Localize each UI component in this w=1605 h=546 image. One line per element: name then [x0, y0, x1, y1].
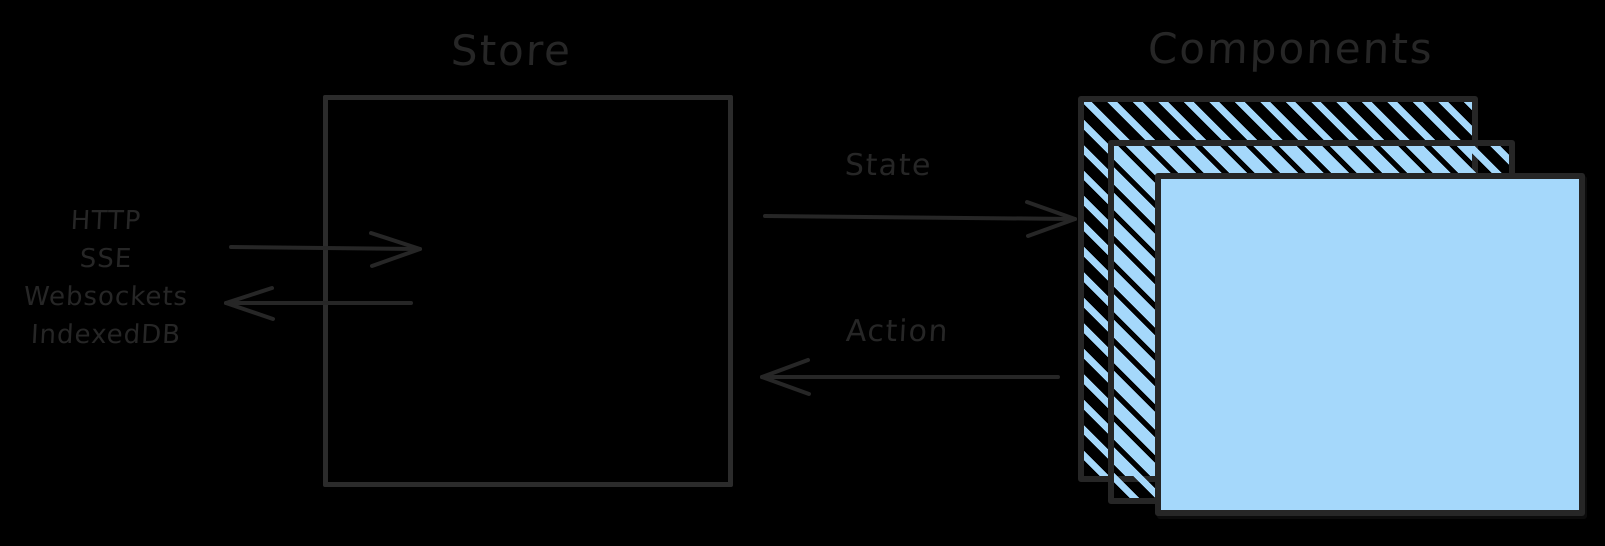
action-label: Action [845, 314, 950, 349]
arrow-state-flow [763, 200, 1077, 238]
components-title: Components [1147, 24, 1435, 73]
protocol-label-indexeddb: IndexedDB [30, 320, 182, 350]
component-card-front [1155, 173, 1585, 516]
protocol-label-sse: SSE [78, 244, 134, 274]
protocol-label-http: HTTP [69, 206, 143, 236]
store-box [323, 95, 733, 487]
store-title: Store [450, 26, 573, 75]
protocol-label-websockets: Websockets [23, 282, 189, 312]
arrow-action-flow [760, 358, 1060, 396]
state-label: State [844, 148, 933, 183]
